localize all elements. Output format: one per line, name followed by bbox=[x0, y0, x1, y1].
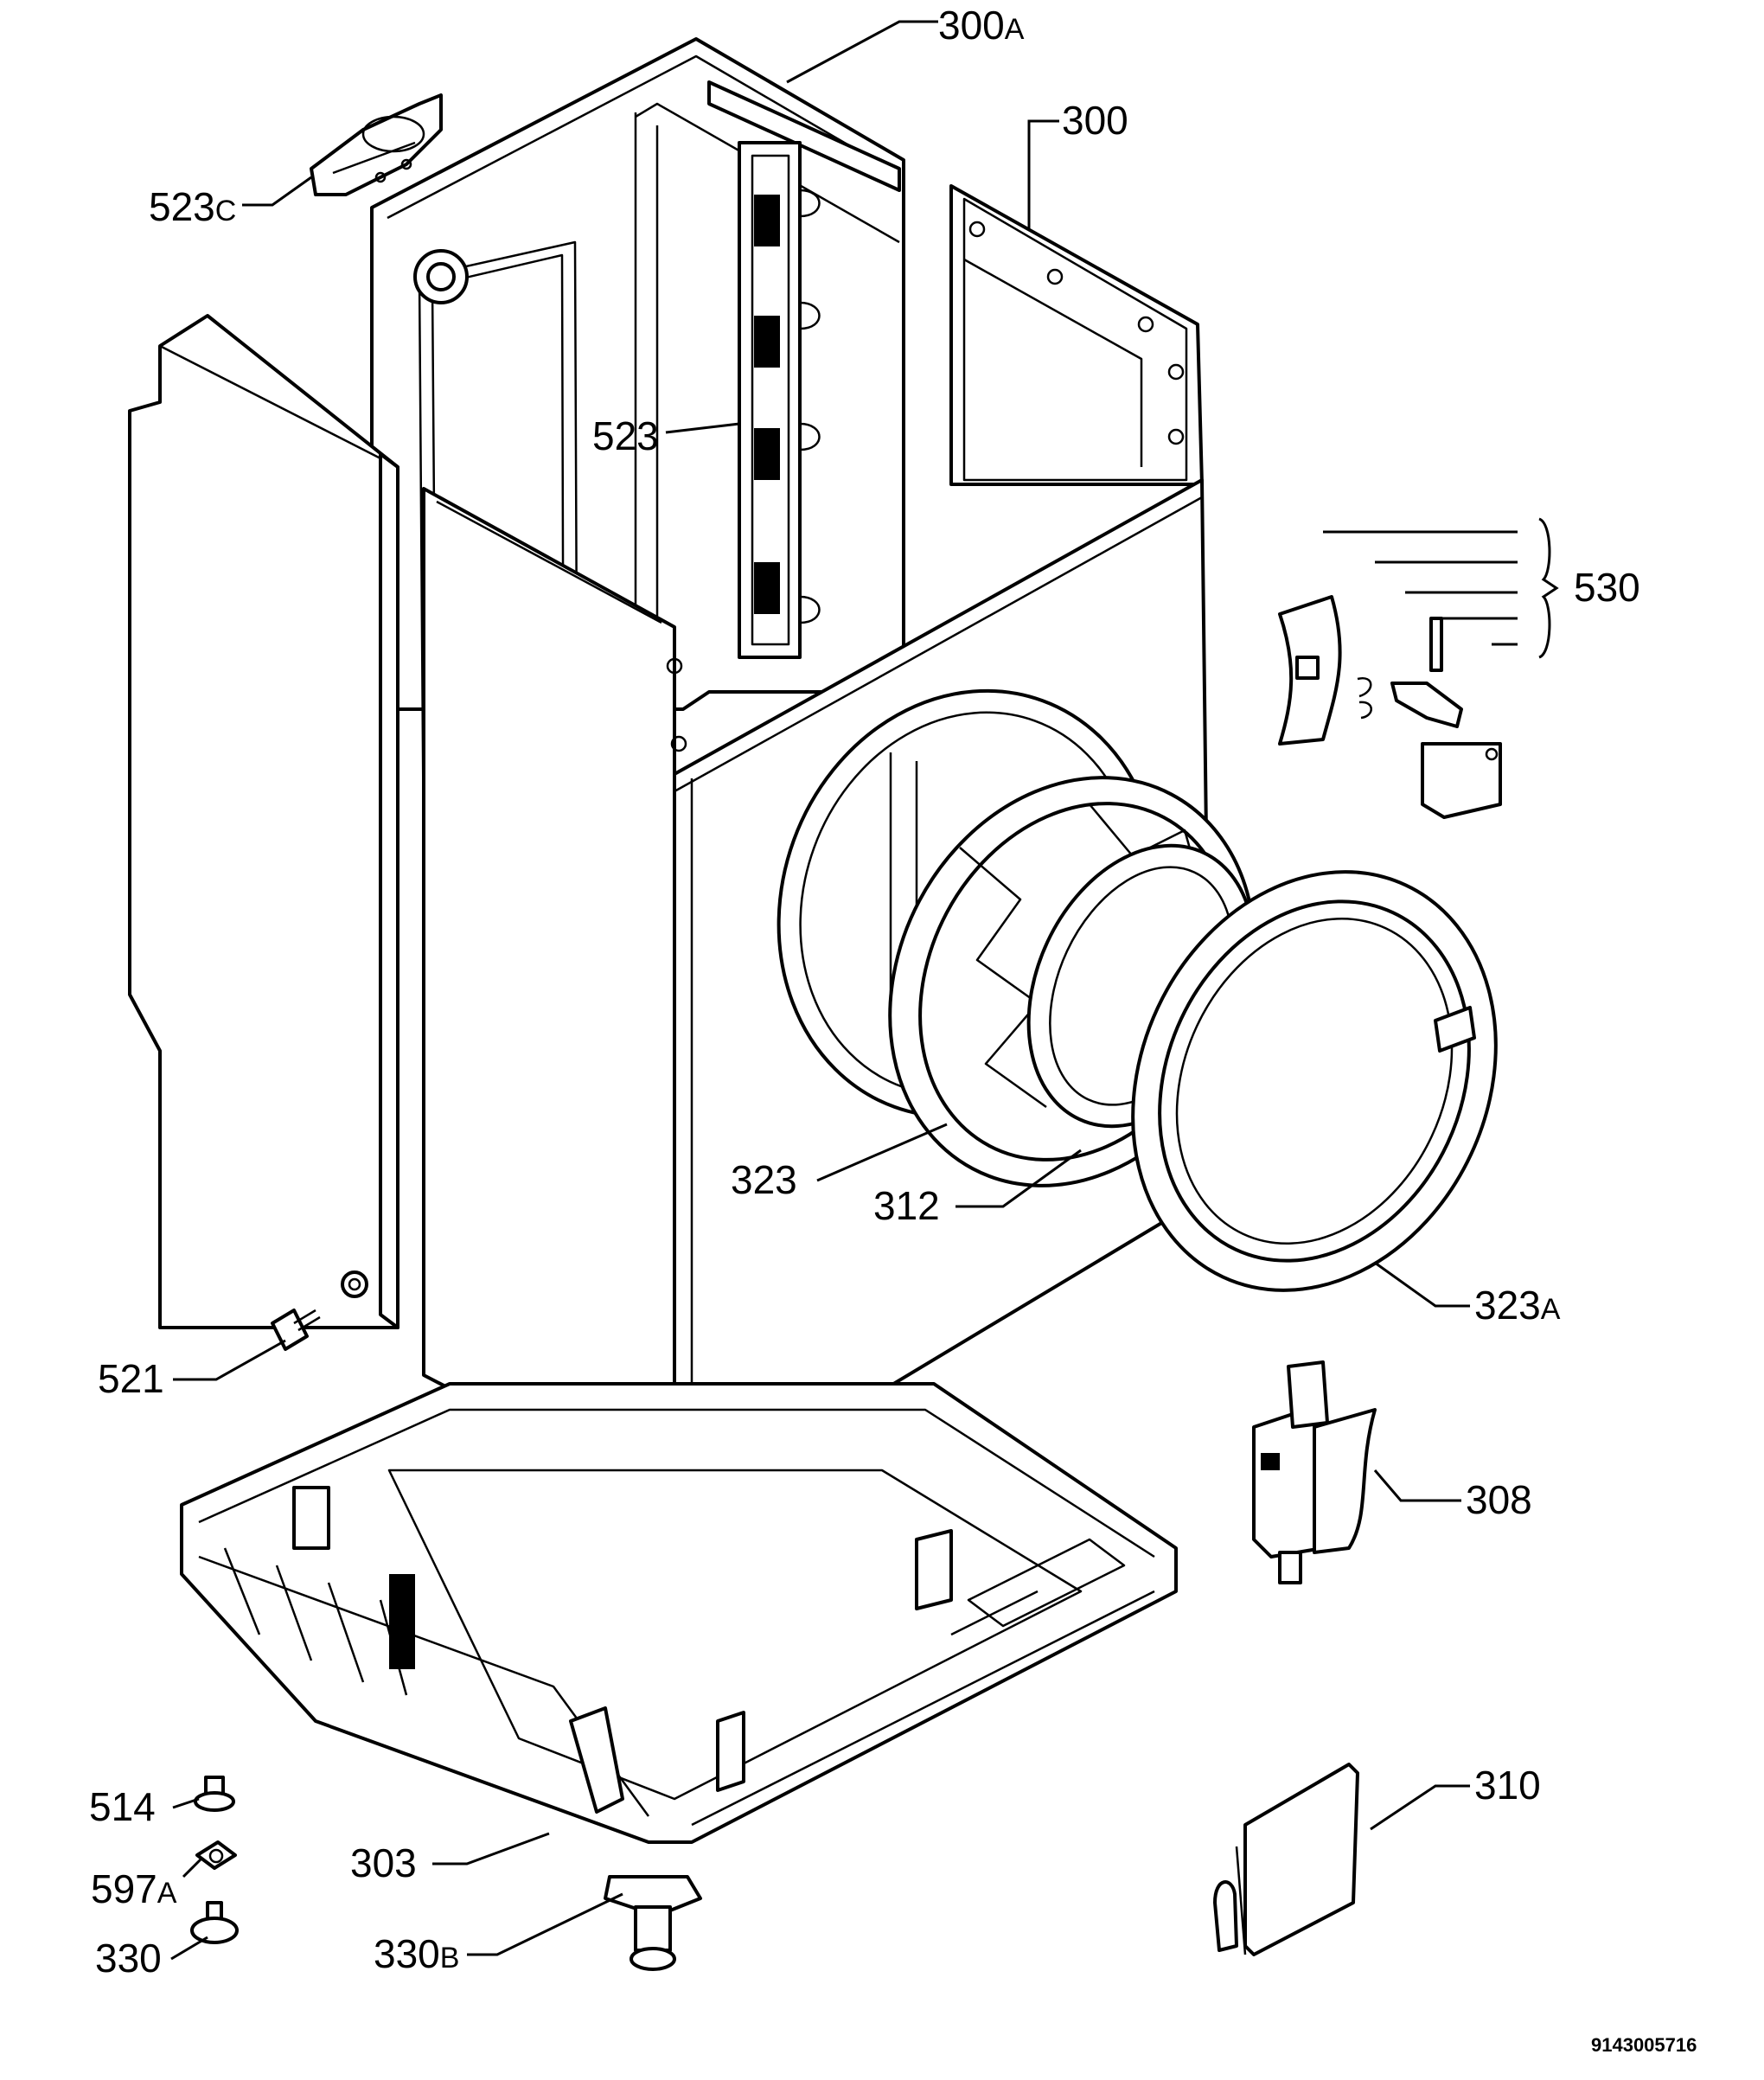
label-323A: 323A bbox=[1474, 1283, 1561, 1328]
callout-labels: 300A 300 523C 523 530 323 312 323A 521 3… bbox=[89, 3, 1697, 2056]
right-side-panel bbox=[949, 184, 1204, 486]
drawing-code: 9143005716 bbox=[1591, 2034, 1697, 2056]
label-521: 521 bbox=[98, 1356, 164, 1401]
left-side-panel bbox=[128, 314, 399, 1329]
leader-lines bbox=[170, 20, 1559, 1961]
label-310: 310 bbox=[1474, 1763, 1541, 1808]
label-323: 323 bbox=[731, 1157, 797, 1202]
label-523C: 523C bbox=[149, 184, 236, 229]
cable-clip bbox=[310, 93, 443, 196]
label-530: 530 bbox=[1574, 565, 1640, 610]
door-latch bbox=[1252, 1360, 1377, 1584]
label-300: 300 bbox=[1062, 98, 1128, 143]
label-514: 514 bbox=[89, 1784, 156, 1829]
rear-cross-member bbox=[738, 141, 821, 659]
label-597A: 597A bbox=[91, 1866, 177, 1911]
vent-grilles bbox=[754, 195, 780, 614]
door-ring bbox=[1131, 870, 1498, 1292]
label-303: 303 bbox=[350, 1840, 417, 1885]
hinge-kit bbox=[1278, 595, 1502, 819]
label-300A: 300A bbox=[938, 3, 1025, 48]
label-523: 523 bbox=[592, 413, 659, 458]
label-330: 330 bbox=[95, 1936, 162, 1981]
label-308: 308 bbox=[1466, 1477, 1532, 1522]
small-hardware bbox=[190, 1776, 239, 1944]
label-330B: 330B bbox=[374, 1931, 459, 1976]
label-312: 312 bbox=[873, 1183, 940, 1228]
filter-cover bbox=[1213, 1763, 1359, 1956]
screw bbox=[271, 1309, 321, 1351]
nut-597A bbox=[195, 1840, 237, 1870]
adjustable-foot bbox=[604, 1875, 702, 1971]
bolt-514 bbox=[194, 1776, 235, 1812]
bolt-330 bbox=[190, 1901, 239, 1944]
base-frame bbox=[180, 1382, 1178, 1844]
